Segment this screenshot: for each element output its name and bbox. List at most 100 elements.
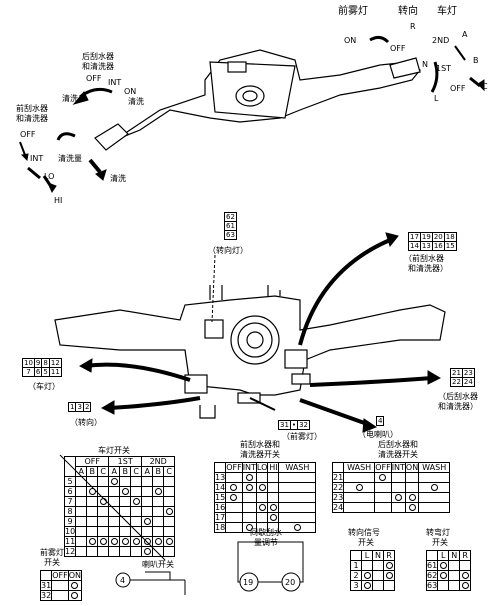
r-label: R [410,22,416,31]
header-cell: OFF [225,462,243,473]
top-arrows [19,35,485,194]
pin: 24 [461,377,475,387]
header-cell: L [361,550,373,561]
header-cell: L [437,550,450,561]
header-cell: C [97,466,110,477]
header-cell: WASH [343,462,376,473]
pin: 62 [224,212,237,222]
rear-wiper-switch-title-1: 后刮水器和 [378,440,418,449]
int-wiper-terminal-20: 20 [285,578,296,587]
turn-signal-switch-title-2: 开关 [358,538,374,547]
front-wiper-conn-label-1: （前刮水器 [404,254,444,263]
pin: 63 [224,230,237,240]
row-label: 62 [425,570,439,581]
top-switch-assembly [94,49,421,151]
row-label: 21 [331,472,345,483]
int-wiper-title-1: 间歇刮水 [250,528,282,537]
turn-lamp-label: （转向灯） [208,246,248,255]
row-label: 31 [39,580,53,591]
pin: 61 [224,221,237,231]
row-label: 7 [63,496,77,507]
header-cell: B [86,466,99,477]
corner-cell [350,550,362,561]
header-cell: R [383,550,395,561]
horn-connector: 4 [375,416,385,426]
header-cell: LO [255,462,269,473]
header-cell: R [459,550,472,561]
row-label: 5 [63,476,77,487]
rw-wash-left-label: 清洗 [62,94,78,103]
header-cell: OFF [75,456,110,467]
on-label: ON [344,36,357,45]
pin: 16 [431,241,445,251]
corner-lamp-switch-title-1: 转弯灯 [426,528,450,537]
header-cell: 2ND [141,456,176,467]
corner-cell [63,456,77,477]
first-label: 1ST [436,64,452,73]
fw-off-label: OFF [20,130,36,139]
header-cell: INT [241,462,257,473]
wash-amount-label: 清洗量 [58,154,82,163]
n-label: N [422,60,428,69]
header-cell: A [141,466,154,477]
header-cell: C [130,466,143,477]
b-label: B [473,56,479,65]
table-decorations [59,454,304,595]
pin: 15 [443,241,457,251]
pin: 3 [75,402,84,412]
rw-int-label: INT [108,78,122,87]
horn-terminal: 4 [120,576,126,585]
pin: 14 [408,241,421,251]
front-wiper-switch-title-1: 前刮水器和 [240,440,280,449]
row-label: 3 [350,580,362,591]
turn-label: 转向 [398,6,418,17]
off-label: OFF [390,44,406,53]
a-label: A [462,30,468,39]
row-label: 63 [425,580,439,591]
header-cell: N [372,550,384,561]
row-label: 9 [63,516,77,527]
row-label: 15 [213,492,227,503]
header-cell: A [108,466,121,477]
header-cell: OFF [51,570,69,581]
header-cell: 1ST [108,456,143,467]
row-label: 16 [213,502,227,513]
rear-wiper-title-2: 和清洗器 [82,62,114,71]
pin: 9 [33,358,43,368]
l-label: L [434,94,439,103]
wash-label: 清洗 [110,174,126,183]
rear-wiper-conn-label-2: 和清洗器） [438,402,478,411]
fw-hi-label: HI [54,196,63,205]
pin: 4 [375,416,385,426]
pin: • [289,420,299,430]
int-wiper-title-2: 量调节 [254,538,278,547]
horn-switch-title: 喇叭开关 [142,560,174,569]
pin: 32 [297,420,310,430]
front-wiper-switch-title-2: 清洗器开关 [240,450,280,459]
front-wiper-conn-label-2: 和清洗器） [408,264,448,273]
int-wiper-terminal-19: 19 [243,578,254,587]
off2-label: OFF [450,84,466,93]
pin: 21 [450,368,463,378]
row-label: 10 [63,526,77,537]
pin: 2 [82,402,92,412]
turn-lamp-connector: 62 61 63 [224,212,237,240]
row-label: 14 [213,482,227,493]
header-cell: N [448,550,461,561]
front-wiper-title-2: 和清洗器 [16,114,48,123]
corner-cell [425,550,439,561]
headlamp-conn-label: （车灯） [28,382,60,391]
header-cell: B [119,466,132,477]
pin: 19 [419,232,433,242]
fog-switch-title-1: 前雾灯 [40,548,64,557]
corner-cell [331,462,345,473]
row-label: 22 [331,482,345,493]
